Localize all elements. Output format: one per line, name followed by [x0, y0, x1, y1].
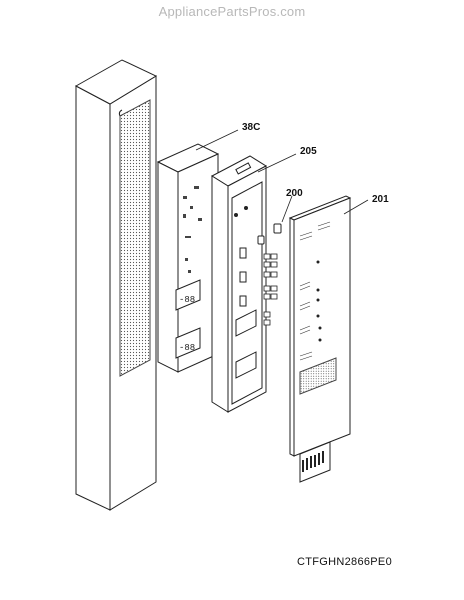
callout-38c: 38C: [242, 122, 261, 133]
callout-205: 205: [300, 146, 317, 157]
overlay-panel-201: [288, 195, 352, 483]
callout-200: 200: [286, 188, 303, 199]
door-housing: [74, 59, 158, 511]
button-set: [263, 253, 278, 326]
leader-lines: [195, 129, 369, 223]
display-readout-1: -88: [179, 295, 195, 305]
diagram-code: CTFGHN2866PE0: [297, 556, 392, 568]
display-readout-2: -88: [179, 343, 195, 353]
bracket-frame-205: [210, 155, 268, 413]
site-watermark: AppliancePartsPros.com: [158, 4, 306, 19]
control-board-38c: [156, 143, 220, 373]
callout-201: 201: [372, 194, 389, 205]
button-plug-200: [257, 223, 282, 245]
